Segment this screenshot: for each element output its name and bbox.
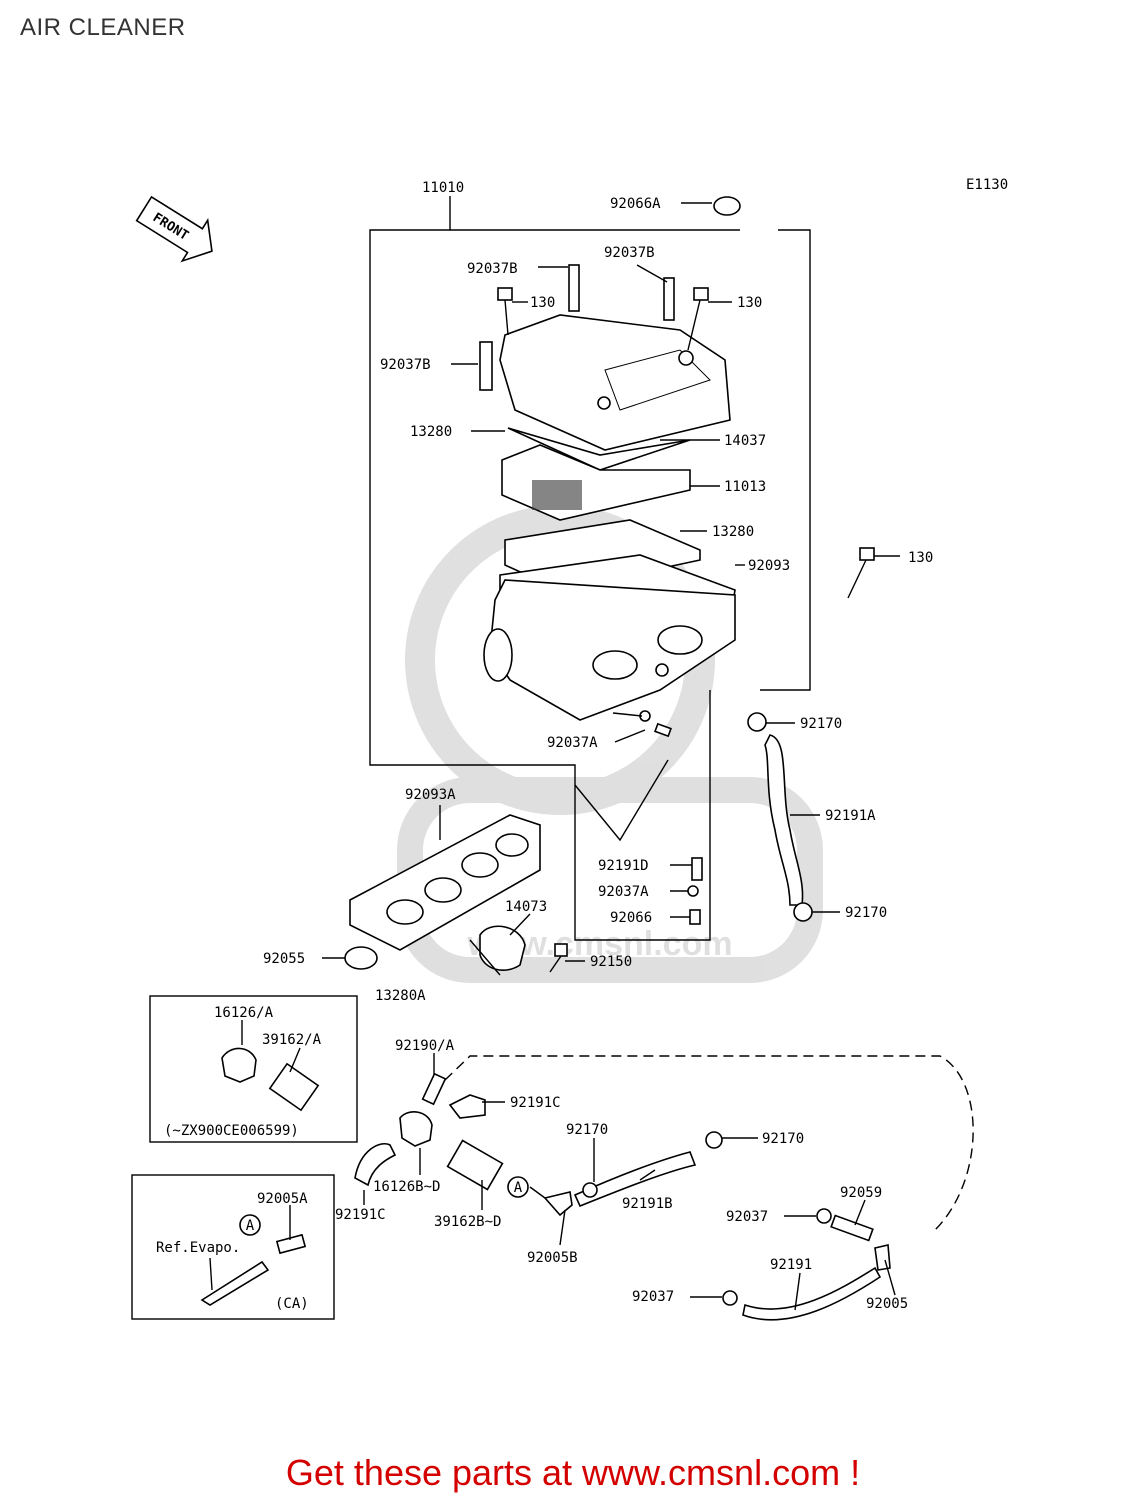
label-13280A: 13280A xyxy=(375,988,426,1004)
leader-lines xyxy=(209,202,900,1311)
fitting-92005B-icon xyxy=(543,1191,573,1217)
label-92066: 92066 xyxy=(610,910,652,926)
label-130-2: 130 xyxy=(737,295,762,311)
label-92005: 92005 xyxy=(866,1296,908,1312)
label-16126A: 16126/A xyxy=(214,1005,274,1021)
label-92055: 92055 xyxy=(263,951,305,967)
label-92037B-1: 92037B xyxy=(467,261,518,277)
clamp-92037-b-icon xyxy=(722,1290,738,1306)
label-ref-evapo: Ref.Evapo. xyxy=(156,1240,240,1256)
grommet-92037B-c-icon xyxy=(479,341,493,391)
clamp-92170-b-icon xyxy=(793,902,813,922)
label-92059: 92059 xyxy=(840,1185,882,1201)
label-92037A-1: 92037A xyxy=(547,735,598,751)
elbow-92191C-icon xyxy=(448,1094,486,1119)
note-ca: (CA) xyxy=(275,1296,309,1312)
cap-92066A-icon xyxy=(713,196,741,216)
front-arrow-icon: FRONT xyxy=(135,195,213,263)
grommet-92037B-b-icon xyxy=(663,277,675,321)
elbow-92191C-b-icon xyxy=(354,1143,397,1187)
bolt-92150-icon xyxy=(554,943,568,957)
circle-a-icon-1 xyxy=(239,1214,261,1236)
assembly-bracket xyxy=(369,196,811,941)
note-zx900: (~ZX900CE006599) xyxy=(164,1123,299,1139)
label-92191A: 92191A xyxy=(825,808,876,824)
label-92093A: 92093A xyxy=(405,787,456,803)
label-92037B-3: 92037B xyxy=(380,357,431,373)
bolt-130-b-icon xyxy=(693,287,709,301)
label-39162B: 39162B~D xyxy=(434,1214,501,1230)
label-92170-4: 92170 xyxy=(762,1131,804,1147)
hose-92190A-icon xyxy=(421,1072,447,1106)
diagram-code: E1130 xyxy=(966,177,1008,193)
label-39162A: 39162/A xyxy=(262,1032,322,1048)
label-13280-1: 13280 xyxy=(410,424,452,440)
label-13280-2: 13280 xyxy=(712,524,754,540)
label-130-3: 130 xyxy=(908,550,933,566)
breather-hose-system: A xyxy=(354,1055,974,1321)
duct-14073-icon xyxy=(479,925,526,971)
hose-small-icon xyxy=(654,722,672,738)
label-92005A: 92005A xyxy=(257,1191,308,1207)
svg-text:A: A xyxy=(246,1218,255,1234)
valve-16126A-icon xyxy=(221,1047,257,1083)
clamp-92170-c-icon xyxy=(582,1182,598,1198)
label-92190A: 92190/A xyxy=(395,1038,455,1054)
svg-text:A: A xyxy=(514,1180,523,1196)
label-11013: 11013 xyxy=(724,479,766,495)
hose-92191B-icon xyxy=(573,1151,697,1208)
pipe-evapo-icon xyxy=(200,1260,270,1306)
bolt-130-c-icon xyxy=(859,547,875,561)
plug-92066-icon xyxy=(689,909,701,925)
clip-92037A-icon xyxy=(687,885,699,897)
o-ring-92055-icon xyxy=(344,946,378,970)
hose-92059-icon xyxy=(830,1214,874,1242)
inset-box-early-models xyxy=(149,995,358,1143)
hose-92191-icon xyxy=(742,1266,882,1321)
fasteners xyxy=(479,196,875,925)
label-92191C-2: 92191C xyxy=(335,1207,386,1223)
label-92170-1: 92170 xyxy=(800,716,842,732)
label-92005B: 92005B xyxy=(527,1250,578,1266)
clamp-92037-a-icon xyxy=(816,1208,832,1224)
label-130-1: 130 xyxy=(530,295,555,311)
label-92037-2: 92037 xyxy=(632,1289,674,1305)
air-cleaner-upper-cover xyxy=(499,314,731,451)
bolt-130-a-icon xyxy=(497,287,513,301)
hose-92191A-icon xyxy=(764,734,804,906)
fitting-92005-icon xyxy=(874,1244,891,1271)
label-11010: 11010 xyxy=(422,180,464,196)
label-92066A: 92066A xyxy=(610,196,661,212)
label-92191C-1: 92191C xyxy=(510,1095,561,1111)
label-92150: 92150 xyxy=(590,954,632,970)
label-92037-1: 92037 xyxy=(726,1209,768,1225)
label-92093: 92093 xyxy=(748,558,790,574)
carb-holder-assembly xyxy=(344,814,568,973)
label-92191: 92191 xyxy=(770,1257,812,1273)
page-title: AIR CLEANER xyxy=(20,14,186,41)
circle-a-icon-2 xyxy=(507,1176,529,1198)
clamp-92170-d-icon xyxy=(705,1131,723,1149)
label-92170-2: 92170 xyxy=(845,905,887,921)
clamp-92170-a-icon xyxy=(747,712,767,732)
filter-39162B-icon xyxy=(446,1139,504,1191)
label-92037A-2: 92037A xyxy=(598,884,649,900)
label-92191B: 92191B xyxy=(622,1196,673,1212)
label-92170-3: 92170 xyxy=(566,1122,608,1138)
valve-16126B-icon xyxy=(399,1111,433,1147)
label-14073: 14073 xyxy=(505,899,547,915)
air-cleaner-lower-case xyxy=(483,579,736,721)
label-92191D: 92191D xyxy=(598,858,649,874)
hose-92191D-icon xyxy=(691,857,703,881)
filter-39162A-icon xyxy=(268,1062,320,1112)
fitting-92005A-icon xyxy=(275,1233,307,1255)
label-16126B: 16126B~D xyxy=(373,1179,440,1195)
grommet-92037B-a-icon xyxy=(568,264,580,312)
inset-box-ca: A xyxy=(131,1174,335,1320)
label-92037B-2: 92037B xyxy=(604,245,655,261)
label-14037: 14037 xyxy=(724,433,766,449)
footer-link-text[interactable]: Get these parts at www.cmsnl.com ! xyxy=(285,1452,861,1493)
part-labels: 11010 92066A 92037B 92037B 130 130 92037… xyxy=(156,180,933,1312)
